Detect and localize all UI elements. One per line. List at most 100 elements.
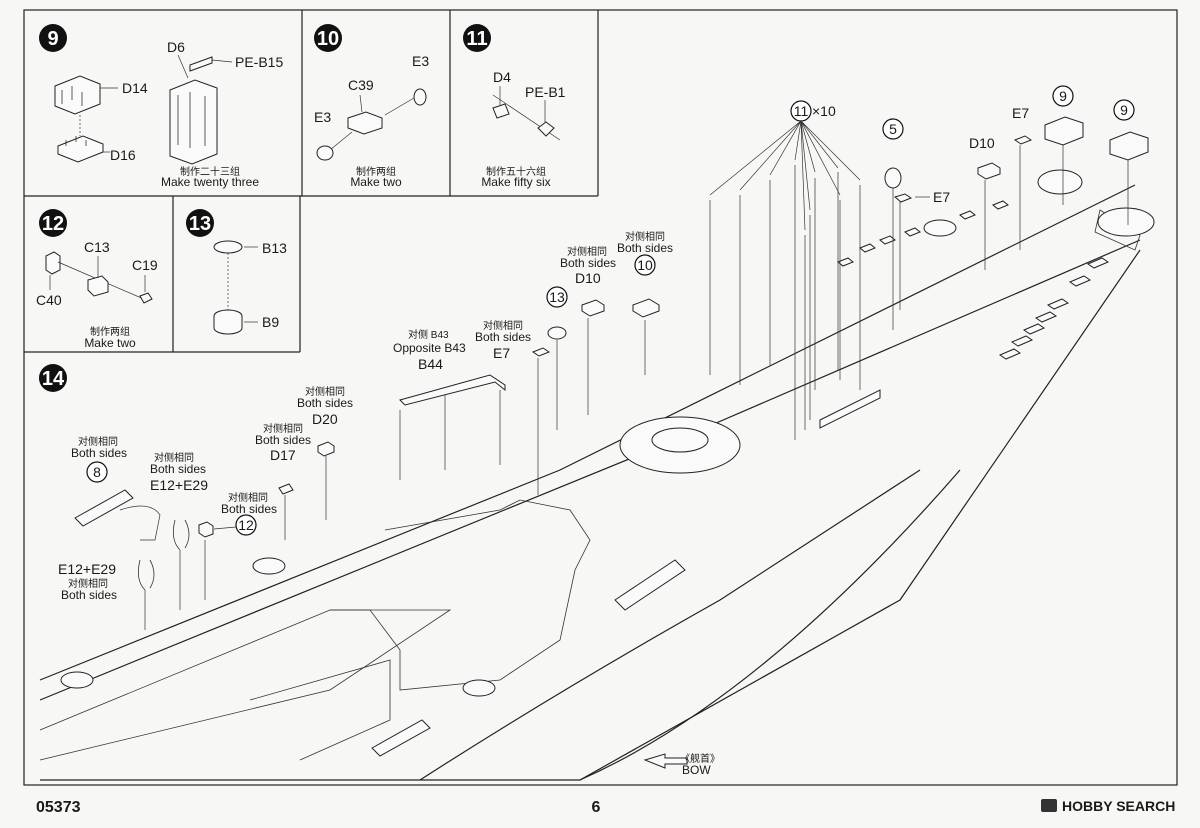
step-9-badge — [39, 24, 67, 52]
d10-both-cn: 对侧相同 — [567, 245, 607, 258]
label-e3-top: E3 — [412, 53, 429, 69]
label-b44: B44 — [418, 356, 443, 372]
part-assembled-9 — [169, 79, 218, 165]
panel-frames — [23, 9, 1178, 786]
step-13-panel: 13 B13 B9 — [186, 209, 287, 335]
label-e3-bottom: E3 — [314, 109, 331, 125]
bow-en: BOW — [682, 763, 711, 777]
bow-arrow-icon — [643, 753, 688, 769]
e7-both-cn: 对侧相同 — [483, 319, 523, 332]
ref-12: 12 — [238, 517, 254, 533]
label-d10-top: D10 — [969, 135, 995, 151]
b43-opposite-en: Opposite B43 — [393, 341, 466, 355]
step-13-badge — [186, 209, 214, 237]
label-d4: D4 — [493, 69, 511, 85]
ref8-both-cn: 对侧相同 — [78, 435, 118, 448]
ref10-both-cn: 对侧相同 — [625, 230, 665, 243]
part-c13-shape — [87, 275, 109, 297]
step-10-number: 10 — [317, 28, 339, 50]
label-e12-e29-b: E12+E29 — [58, 561, 116, 577]
label-c13: C13 — [84, 239, 110, 255]
label-d20: D20 — [312, 411, 338, 427]
ref-13: 13 — [549, 289, 565, 305]
step-9-number: 9 — [47, 28, 58, 50]
step-12-badge — [39, 209, 67, 237]
label-d10-mid: D10 — [575, 270, 601, 286]
label-d16: D16 — [110, 147, 136, 163]
label-e7-left: E7 — [493, 345, 510, 361]
bow-cn: 《舰首》 — [680, 752, 720, 765]
ref-5: 5 — [889, 121, 897, 137]
part-c40-shape — [45, 251, 61, 275]
label-b9: B9 — [262, 314, 279, 330]
step-13-number: 13 — [189, 213, 211, 235]
step-14-badge — [39, 364, 67, 392]
hobby-search-logo-icon — [1041, 799, 1057, 812]
label-e7-mid: E7 — [933, 189, 950, 205]
step-11-badge — [463, 24, 491, 52]
label-d14: D14 — [122, 80, 148, 96]
step-10-badge — [314, 24, 342, 52]
step-12-cn: 制作两组 — [90, 325, 130, 338]
step-11-en: Make fifty six — [481, 175, 550, 189]
part-d16-shape — [57, 135, 104, 163]
d17-both-cn: 对侧相同 — [263, 422, 303, 435]
ref-11-number: 11 — [794, 103, 809, 119]
watermark-text: HOBBY SEARCH — [1062, 798, 1175, 814]
ref8-both-en: Both sides — [71, 446, 127, 460]
product-code: 05373 — [36, 799, 81, 816]
ship-hull — [39, 169, 1155, 781]
label-c40: C40 — [36, 292, 62, 308]
step-10-en: Make two — [350, 175, 402, 189]
part-c39-shape — [347, 111, 383, 135]
e7-both-en: Both sides — [475, 330, 531, 344]
ref-9b: 9 — [1120, 102, 1128, 118]
d20-both-en: Both sides — [297, 396, 353, 410]
e12-a-both-en: Both sides — [150, 462, 206, 476]
label-e12-e29-a: E12+E29 — [150, 477, 208, 493]
label-e7-top: E7 — [1012, 105, 1029, 121]
step-11-panel: 11 D4 PE-B1 制作五十六组 Make fifty six — [463, 24, 566, 189]
step-9-panel: 9 D14 D16 D6 PE-B15 制作二十三组 Make twenty t… — [39, 24, 283, 189]
e12-b-both-cn: 对侧相同 — [68, 577, 108, 590]
step-14-callouts: 11 ×10 5 E7 D10 E7 9 9 — [58, 85, 1149, 777]
label-pe-b15: PE-B15 — [235, 54, 283, 70]
ref12-both-en: Both sides — [221, 502, 277, 516]
ref10-both-en: Both sides — [617, 241, 673, 255]
label-b13: B13 — [262, 240, 287, 256]
step-12-en: Make two — [84, 336, 136, 350]
step-10-cn: 制作两组 — [356, 165, 396, 178]
step-9-en: Make twenty three — [161, 175, 259, 189]
e12-b-both-en: Both sides — [61, 588, 117, 602]
label-c19: C19 — [132, 257, 158, 273]
step-14-panel: 14 — [39, 85, 1155, 781]
step-14-number: 14 — [42, 368, 65, 390]
part-b13-shape — [213, 240, 243, 254]
part-boat-8 — [74, 489, 134, 527]
ref-9a: 9 — [1059, 88, 1067, 104]
e12-a-both-cn: 对侧相同 — [154, 451, 194, 464]
part-d14-shape — [54, 75, 101, 115]
ref-8: 8 — [93, 464, 101, 480]
ref-10: 10 — [637, 257, 653, 273]
b43-opposite-cn: 对侧 B43 — [408, 328, 449, 341]
label-pe-b1: PE-B1 — [525, 84, 566, 100]
ref12-both-cn: 对侧相同 — [228, 491, 268, 504]
d17-both-en: Both sides — [255, 433, 311, 447]
d10-both-en: Both sides — [560, 256, 616, 270]
page-number: 6 — [592, 799, 601, 816]
step-11-cn: 制作五十六组 — [486, 165, 546, 178]
part-d4-shape — [492, 103, 510, 119]
step-9-cn: 制作二十三组 — [180, 165, 240, 178]
step-10-panel: 10 E3 C39 E3 制作两组 Make two — [314, 24, 429, 189]
page-footer: 05373 6 HOBBY SEARCH — [36, 798, 1175, 816]
step-11-number: 11 — [466, 28, 487, 50]
d20-both-cn: 对侧相同 — [305, 385, 345, 398]
label-d6: D6 — [167, 39, 185, 55]
step-12-panel: 12 C40 C13 C19 制作两组 Make two — [36, 209, 158, 350]
part-c19-shape — [139, 292, 153, 304]
part-b9-shape — [213, 309, 243, 335]
ref-11-suffix: ×10 — [812, 103, 836, 119]
label-c39: C39 — [348, 77, 374, 93]
